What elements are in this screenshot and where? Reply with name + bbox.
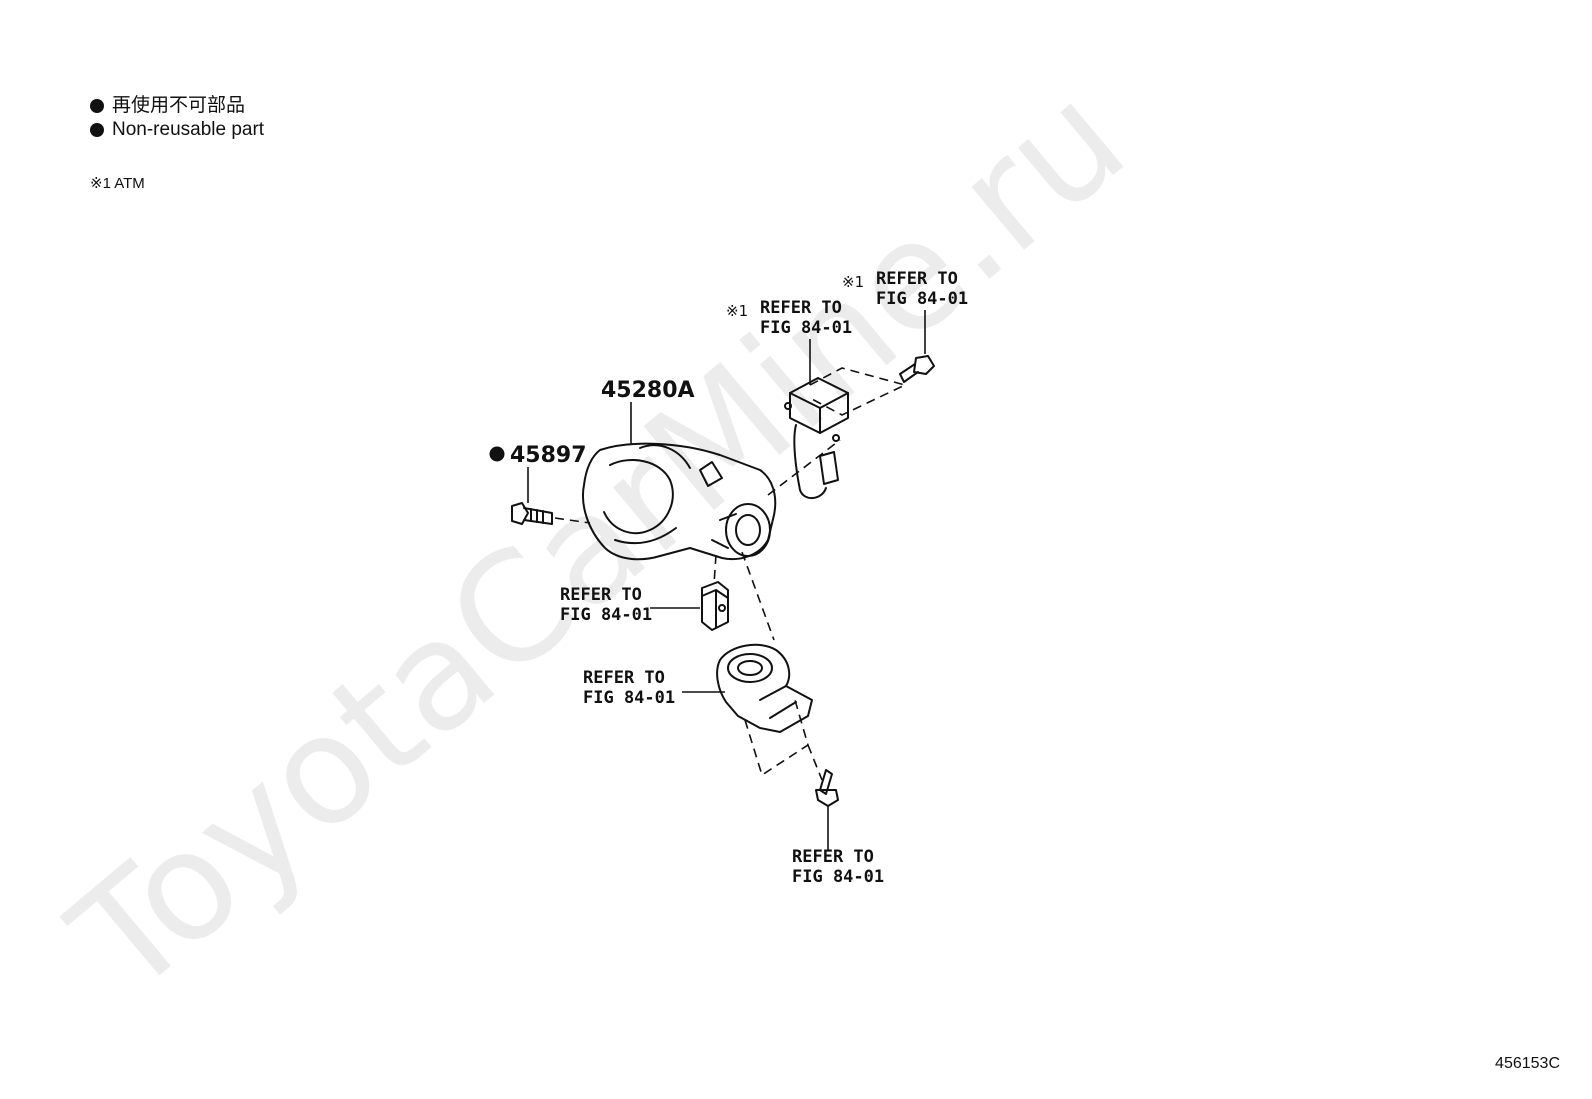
dashline-ring-top bbox=[741, 551, 775, 641]
key-piece-drawing[interactable] bbox=[701, 581, 729, 631]
part-number-45280A[interactable]: 45280A bbox=[601, 378, 695, 403]
dashline-ring-screw bbox=[807, 744, 823, 781]
non-reusable-dot-icon bbox=[489, 446, 505, 462]
ref-top-mid-line1[interactable]: REFER TO bbox=[760, 298, 842, 318]
legend-en-text: Non-reusable part bbox=[112, 119, 265, 140]
dashline-screw bbox=[554, 517, 591, 524]
switch-unit-drawing[interactable] bbox=[784, 377, 849, 499]
ref-top-mid-line2[interactable]: FIG 84-01 bbox=[760, 318, 852, 338]
top-right-screw-drawing[interactable] bbox=[899, 355, 935, 383]
ring-unit-drawing[interactable] bbox=[716, 643, 813, 733]
legend-jp-text: 再使用不可部品 bbox=[112, 95, 246, 116]
bottom-screw-drawing[interactable] bbox=[815, 769, 839, 807]
part-number-45897[interactable]: 45897 bbox=[510, 443, 587, 468]
dashline-switch-box bbox=[809, 367, 908, 416]
ref-top-right-line1[interactable]: REFER TO bbox=[876, 269, 958, 289]
ignition-housing-drawing[interactable] bbox=[582, 442, 777, 561]
ref-bottom-line1[interactable]: REFER TO bbox=[792, 847, 874, 867]
ref-middle-line2[interactable]: FIG 84-01 bbox=[560, 605, 652, 625]
ref-top-mid-mark: ※1 bbox=[726, 302, 748, 320]
legend-row-en: Non-reusable part bbox=[90, 118, 264, 142]
ref-top-right-mark: ※1 bbox=[842, 273, 864, 291]
ref-middle-line1[interactable]: REFER TO bbox=[560, 585, 642, 605]
legend: 再使用不可部品 Non-reusable part bbox=[90, 94, 264, 142]
diagram-code: 456153C bbox=[1495, 1055, 1560, 1072]
ref-top-right-line2[interactable]: FIG 84-01 bbox=[876, 289, 968, 309]
dashline-switch-housing bbox=[767, 439, 841, 496]
atm-note: ※1 ATM bbox=[90, 175, 145, 192]
ref-lower-line2[interactable]: FIG 84-01 bbox=[583, 688, 675, 708]
ref-lower-line1[interactable]: REFER TO bbox=[583, 668, 665, 688]
non-reusable-dot-icon bbox=[90, 99, 104, 113]
ref-bottom-line2[interactable]: FIG 84-01 bbox=[792, 867, 884, 887]
screw-45897-drawing[interactable] bbox=[511, 502, 553, 525]
dashline-ring-box bbox=[744, 699, 809, 777]
non-reusable-dot-icon bbox=[90, 123, 104, 137]
dashline-key-piece bbox=[713, 554, 717, 585]
legend-row-jp: 再使用不可部品 bbox=[90, 94, 264, 118]
